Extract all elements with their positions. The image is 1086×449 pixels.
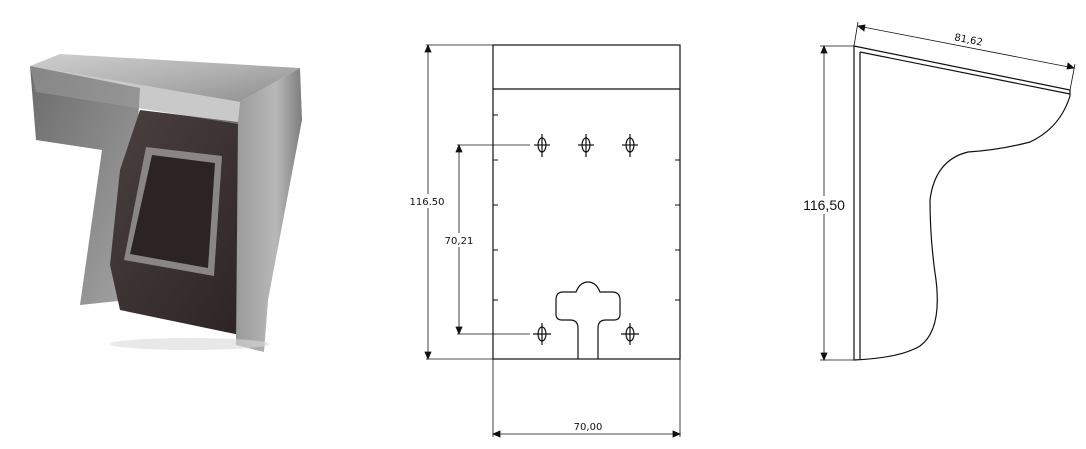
side-height-label: 116,50: [803, 197, 845, 213]
front-outline: [492, 44, 681, 360]
cable-slot: [555, 281, 621, 359]
dimension-width-front: [491, 359, 682, 438]
hood-right-wall: [236, 68, 302, 352]
mounting-hole-top-left: [534, 134, 550, 157]
front-view-drawing: [424, 43, 682, 438]
hood-inner-line: [859, 51, 1071, 95]
side-ticks: [493, 114, 680, 301]
front-height-label: 116.50: [410, 197, 445, 208]
side-height-label-bg: [806, 196, 842, 214]
hood-top: [30, 54, 300, 102]
side-profile: [853, 45, 1071, 361]
product-photo: [30, 54, 302, 352]
dimension-height-front: [424, 43, 493, 361]
mounting-hole-bottom-right: [621, 323, 639, 345]
base-shadow: [110, 338, 270, 350]
height-label-bg: [408, 194, 450, 208]
hood-front-edge: [30, 66, 240, 124]
side-depth-label: 81,62: [953, 32, 983, 48]
hole-spacing-label: 70,21: [445, 236, 474, 247]
mounting-hole-top-right: [622, 134, 638, 157]
dimension-depth-side: [853, 21, 1076, 91]
spacing-label-bg: [440, 233, 478, 247]
reader-window: [130, 155, 215, 268]
front-width-label: 70,00: [574, 422, 603, 433]
mounting-hole-top-center: [578, 134, 594, 157]
mounting-hole-bottom-left: [533, 323, 551, 345]
side-view-drawing: [820, 21, 1076, 362]
